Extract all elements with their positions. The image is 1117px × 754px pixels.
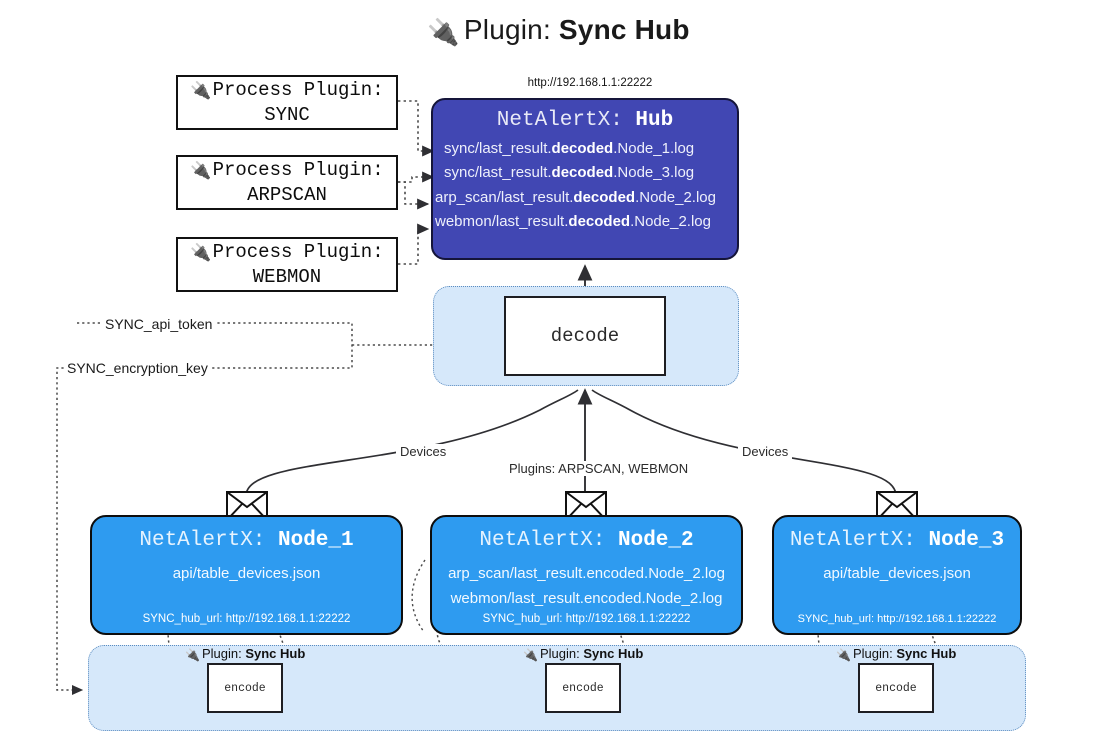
node-header: NetAlertX: Node_2	[479, 529, 694, 552]
hub-node[interactable]: NetAlertX: Hub sync/last_result.decoded.…	[431, 98, 739, 260]
edge-label-devices-right: Devices	[738, 444, 793, 459]
node-3[interactable]: NetAlertX: Node_3 api/table_devices.json…	[772, 515, 1022, 635]
plug-icon: 🔌	[185, 648, 200, 662]
edge-label-plugins: Plugins: ARPSCAN, WEBMON	[505, 461, 693, 476]
decode-box[interactable]: decode	[504, 296, 666, 376]
plug-icon: 🔌	[523, 648, 538, 662]
process-plugin-name: ARPSCAN	[247, 183, 327, 206]
hub-header: NetAlertX: Hub	[433, 109, 737, 132]
process-plugin-label: Process Plugin:	[212, 159, 384, 182]
title-name: Sync Hub	[558, 14, 690, 45]
hub-log-row: sync/last_result.decoded.Node_3.log	[444, 164, 695, 182]
node-line: api/table_devices.json	[172, 565, 321, 582]
decode-label: decode	[550, 325, 620, 347]
page-title: 🔌Plugin: Sync Hub	[0, 14, 1117, 48]
node-line: arp_scan/last_result.encoded.Node_2.log	[448, 565, 725, 582]
plug-icon: 🔌	[190, 81, 212, 101]
sync-api-token-label: SYNC_api_token	[102, 316, 216, 332]
node-line: webmon/last_result.encoded.Node_2.log	[450, 589, 723, 607]
encode-box-node-3[interactable]: encode	[858, 663, 934, 713]
hub-header-name: Hub	[635, 109, 674, 132]
encode-label: encode	[875, 681, 917, 695]
encode-label: encode	[224, 681, 266, 695]
node-line: api/table_devices.json	[823, 565, 971, 582]
title-prefix: Plugin:	[463, 14, 559, 45]
plugin-sync-hub-tag: 🔌Plugin: Sync Hub	[185, 646, 306, 662]
process-plugin-name: WEBMON	[252, 265, 322, 288]
process-plugin-webmon[interactable]: 🔌Process Plugin: WEBMON	[176, 237, 398, 292]
node-2[interactable]: NetAlertX: Node_2 arp_scan/last_result.e…	[430, 515, 743, 635]
plug-icon: 🔌	[836, 648, 851, 662]
process-plugin-name: SYNC	[264, 103, 310, 126]
process-plugin-arpscan[interactable]: 🔌Process Plugin: ARPSCAN	[176, 155, 398, 210]
hub-url-label: http://192.168.1.1:22222	[527, 77, 653, 89]
node-config: SYNC_hub_url: http://192.168.1.1:22222	[142, 613, 351, 625]
node-header: NetAlertX: Node_1	[139, 529, 354, 552]
process-plugin-sync[interactable]: 🔌Process Plugin: SYNC	[176, 75, 398, 130]
node-config: SYNC_hub_url: http://192.168.1.1:22222	[482, 613, 691, 625]
plug-icon: 🔌	[190, 161, 212, 181]
node-config: SYNC_hub_url: http://192.168.1.1:22222	[797, 613, 997, 625]
encode-box-node-1[interactable]: encode	[207, 663, 283, 713]
plug-icon: 🔌	[427, 17, 460, 47]
plug-icon: 🔌	[190, 243, 212, 263]
plugin-sync-hub-tag: 🔌Plugin: Sync Hub	[836, 646, 957, 662]
edge-label-devices-left: Devices	[396, 444, 451, 459]
encode-box-node-2[interactable]: encode	[545, 663, 621, 713]
hub-log-row: arp_scan/last_result.decoded.Node_2.log	[435, 188, 716, 206]
process-plugin-label: Process Plugin:	[212, 241, 384, 264]
hub-log-row: sync/last_result.decoded.Node_1.log	[444, 140, 695, 157]
encode-label: encode	[562, 681, 604, 695]
process-plugin-label: Process Plugin:	[212, 79, 384, 102]
plugin-sync-hub-tag: 🔌Plugin: Sync Hub	[523, 646, 644, 662]
hub-log-row: webmon/last_result.decoded.Node_2.log	[435, 212, 711, 230]
node-header: NetAlertX: Node_3	[789, 529, 1005, 552]
sync-encryption-key-label: SYNC_encryption_key	[64, 360, 211, 376]
hub-header-prefix: NetAlertX:	[496, 109, 636, 132]
node-1[interactable]: NetAlertX: Node_1 api/table_devices.json…	[90, 515, 403, 635]
